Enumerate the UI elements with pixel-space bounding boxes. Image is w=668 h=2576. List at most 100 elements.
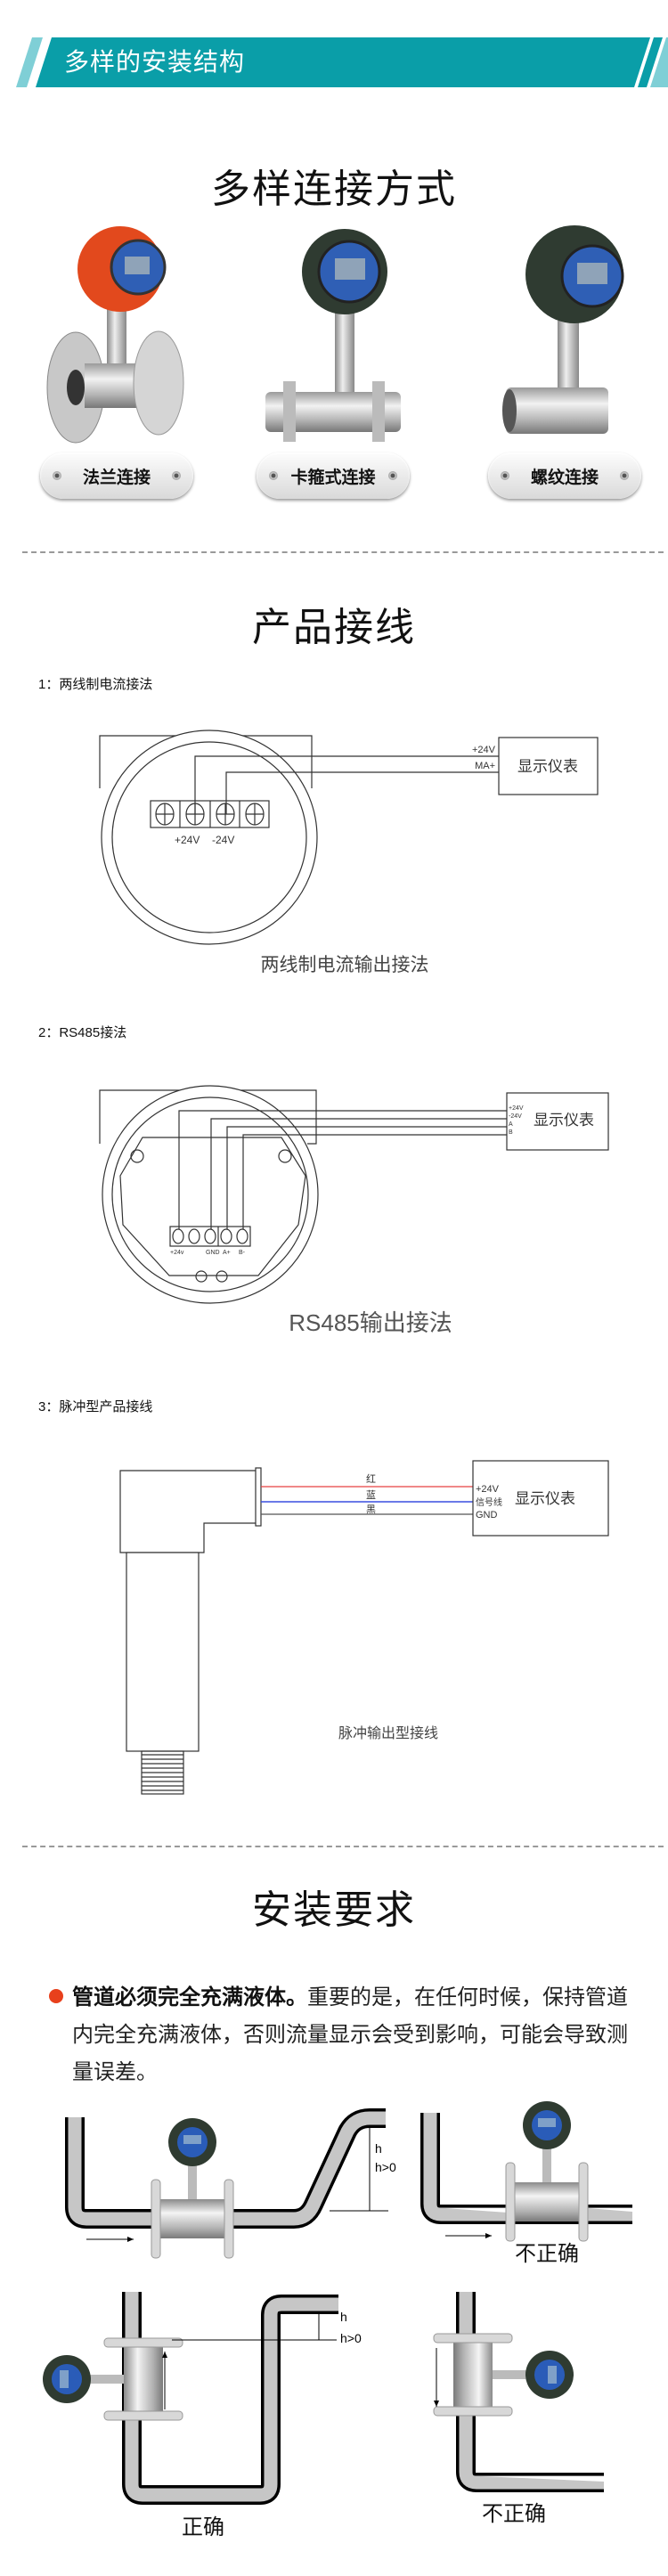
screw-icon <box>245 803 265 826</box>
connector-plate <box>255 1467 262 1527</box>
flange-meter-image <box>46 226 184 444</box>
line-label: B <box>509 1129 513 1136</box>
flowmeter-icon <box>433 2333 574 2417</box>
section-divider <box>22 1846 664 1847</box>
line-label: +24V <box>509 1105 524 1112</box>
requirement-emphasis: 管道必须完全充满液体。 <box>72 1985 307 2009</box>
pulse-diagram: 红 蓝 黑 +24V 信号线 GND 显示仪表 脉冲输出型接线 <box>119 1460 609 1795</box>
screw-icon <box>172 1228 184 1244</box>
screw-icon <box>220 1228 232 1244</box>
wire-ma <box>225 771 499 814</box>
screw-icon <box>188 1228 200 1244</box>
rivet-icon <box>501 471 509 480</box>
h-condition-label: h>0 <box>375 2160 396 2174</box>
banner-stripe-edge <box>650 37 668 87</box>
button-label: 螺纹连接 <box>530 468 599 487</box>
display-box <box>472 1460 609 1537</box>
bullet-icon <box>49 1989 63 2003</box>
pulse-label: 3：脉冲型产品接线 <box>38 1399 153 1414</box>
terminal-label: B- <box>239 1250 246 1256</box>
display-label: 显示仪表 <box>517 758 578 775</box>
wire-positive <box>178 1110 507 1229</box>
screw-icon <box>204 1228 216 1244</box>
flowmeter-icon <box>42 2337 183 2421</box>
section-banner <box>16 37 668 87</box>
clamp-meter-image <box>265 229 401 442</box>
flowmeter-icon <box>151 2117 234 2259</box>
rivet-icon <box>269 471 278 480</box>
thread-connection-button[interactable]: 螺纹连接 <box>488 452 641 499</box>
terminal-label: A+ <box>223 1250 231 1256</box>
banner-background <box>36 37 650 87</box>
mounting-hole <box>278 1149 292 1163</box>
display-box <box>498 737 599 795</box>
thread-end <box>141 1750 184 1795</box>
terminal-label: GND <box>206 1250 220 1256</box>
rivet-icon <box>53 471 61 480</box>
pipe-diagram-top-right <box>420 2100 632 2242</box>
housing-outer-ring <box>101 730 318 945</box>
line-label: 信号线 <box>476 1496 502 1508</box>
rs485-diagram: +24v GND A+ B- +24V -24V A B 显示仪表 RS485输… <box>99 1085 609 1336</box>
screw-icon <box>236 1228 248 1244</box>
wire-color-label: 红 <box>366 1473 376 1485</box>
button-label: 卡箍式连接 <box>290 468 376 487</box>
screw-icon <box>216 803 235 826</box>
install-title: 安装要求 <box>252 1888 416 1932</box>
section-divider <box>22 551 664 553</box>
pipe-diagram-bottom-right <box>433 2292 604 2492</box>
terminal-label: -24V <box>212 834 234 846</box>
sensor-head <box>119 1470 257 1553</box>
screw-icon <box>155 803 175 826</box>
terminal-block <box>169 1226 251 1247</box>
line-label: MA+ <box>475 761 495 771</box>
display-label: 显示仪表 <box>515 1490 575 1507</box>
housing-outline <box>99 1089 317 1145</box>
h-condition-label: h>0 <box>340 2331 362 2345</box>
line-label: -24V <box>509 1113 522 1120</box>
diagram-caption: RS485输出接法 <box>289 1309 452 1336</box>
two-wire-label: 1：两线制电流接法 <box>38 677 153 692</box>
wire-color-label: 蓝 <box>366 1489 376 1501</box>
housing-inner-ring <box>111 741 307 933</box>
button-label: 法兰连接 <box>82 468 151 487</box>
terminal-label: +24V <box>175 834 200 846</box>
wiring-title: 产品接线 <box>252 606 416 649</box>
connections-title: 多样连接方式 <box>211 167 457 211</box>
install-requirement-text: 管道必须完全充满液体。重要的是，在任何时候，保持管道内完全充满液体，否则流量显示… <box>72 1979 647 2091</box>
rs485-label: 2：RS485接法 <box>38 1025 127 1040</box>
terminal-label: +24v <box>170 1250 184 1256</box>
mounting-hole <box>130 1149 144 1163</box>
h-label: h <box>340 2310 347 2324</box>
flowmeter-icon <box>505 2100 589 2242</box>
banner-stripe-right <box>638 37 663 87</box>
flange-connection-button[interactable]: 法兰连接 <box>40 452 193 499</box>
pipe-diagram-top-left <box>65 2108 388 2259</box>
correct-label: 正确 <box>182 2515 224 2539</box>
wire-positive <box>194 755 499 814</box>
display-label: 显示仪表 <box>534 1112 594 1129</box>
wire-gnd <box>210 1118 507 1229</box>
line-label: GND <box>476 1510 498 1520</box>
banner-stripe-left <box>16 37 43 87</box>
incorrect-label: 不正确 <box>515 2242 579 2266</box>
line-label: +24V <box>476 1484 500 1495</box>
rivet-icon <box>620 471 629 480</box>
pipe-diagram-bottom-left <box>42 2292 338 2505</box>
mounting-hole <box>195 1270 208 1283</box>
requirement-detail: 重要的是，在任何时候，保持管道内完全充满液体，否则流量显示会受到影响，可能会导致… <box>72 1985 628 2084</box>
wire-color-label: 黑 <box>366 1504 376 1515</box>
line-label: +24V <box>472 745 496 755</box>
housing-outer-ring <box>102 1085 319 1304</box>
clamp-connection-button[interactable]: 卡箍式连接 <box>257 452 410 499</box>
wire-a <box>226 1126 507 1229</box>
display-box <box>506 1092 609 1151</box>
rivet-icon <box>388 471 397 480</box>
diagram-caption: 两线制电流输出接法 <box>261 955 429 975</box>
mounting-hole <box>216 1270 228 1283</box>
two-wire-diagram: +24V -24V +24V MA+ 显示仪表 两线制电流输出接法 <box>99 730 599 975</box>
thread-meter-image <box>502 225 624 434</box>
diagram-caption: 脉冲输出型接线 <box>338 1725 438 1741</box>
rivet-icon <box>172 471 181 480</box>
circuit-board <box>119 1137 306 1276</box>
